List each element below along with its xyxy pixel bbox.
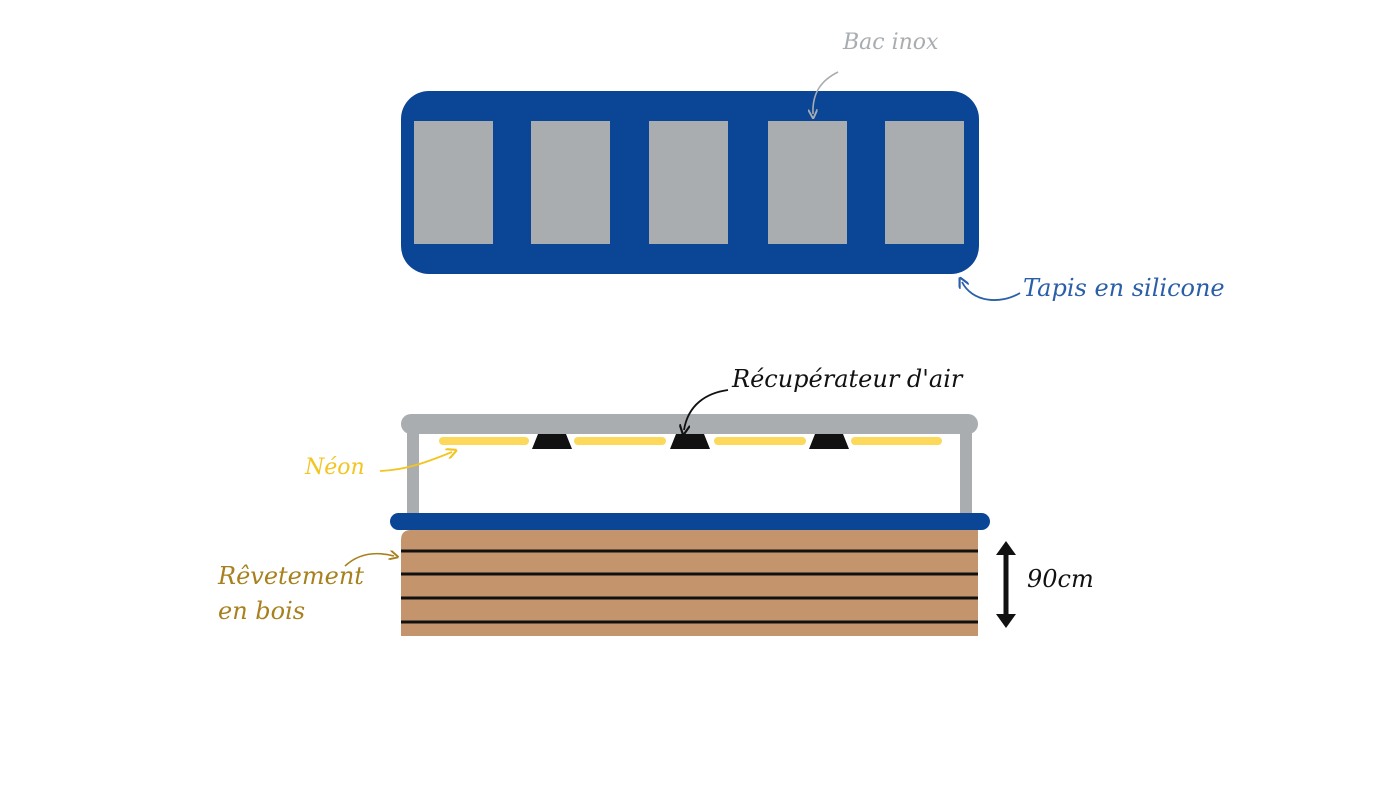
stainless-tray <box>649 121 728 244</box>
height-arrow-top <box>996 541 1016 555</box>
arrow-air-recuperator <box>684 389 729 430</box>
frame-left-post <box>407 424 419 516</box>
air-recuperator <box>809 434 849 449</box>
arrow-wood-cladding <box>344 554 394 567</box>
label-silicone-mat: Tapis en silicone <box>1023 274 1225 302</box>
arrow-stainless-tray <box>813 71 839 114</box>
top-view <box>401 91 979 274</box>
height-arrow-bottom <box>996 614 1016 628</box>
air-recuperators <box>532 434 849 449</box>
air-recuperator <box>670 434 710 449</box>
label-wood-cladding-line2: en bois <box>218 597 305 625</box>
silicone-counter-edge <box>390 513 990 530</box>
label-neon: Néon <box>304 455 365 480</box>
label-wood-cladding: Rêvetement en bois <box>217 562 372 625</box>
label-air-recuperator: Récupérateur d'air <box>731 365 964 393</box>
stainless-tray <box>768 121 847 244</box>
frame-top-bar <box>401 414 978 434</box>
arrow-silicone-mat <box>962 282 1021 301</box>
stainless-tray <box>414 121 493 244</box>
label-wood-cladding-line1: Rêvetement <box>217 562 364 590</box>
arrow-neon <box>379 452 452 472</box>
stainless-tray <box>885 121 964 244</box>
stainless-tray <box>531 121 610 244</box>
frame-right-post <box>960 424 972 516</box>
side-view <box>390 414 1016 636</box>
label-stainless-tray: Bac inox <box>842 30 939 55</box>
wood-plank-lines <box>401 549 978 624</box>
air-recuperator <box>532 434 572 449</box>
label-height: 90cm <box>1027 565 1094 593</box>
stainless-trays <box>414 121 964 244</box>
wood-cladding <box>401 530 978 636</box>
